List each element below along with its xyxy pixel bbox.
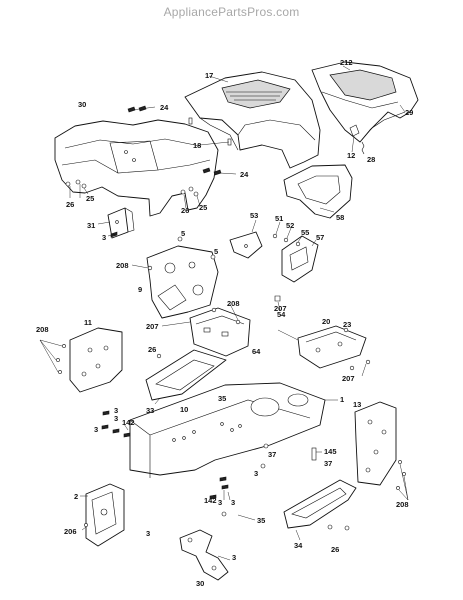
part-31-bracket (97, 207, 135, 239)
callout-37b: 37 (324, 459, 332, 468)
callout-labels: 30 24 26 25 31 3 17 18 212 29 12 28 24 2… (36, 58, 413, 588)
part-1-main-frame (129, 382, 338, 478)
part-145-37-pins (260, 443, 322, 469)
callout-26-right: 26 (181, 206, 189, 215)
part-26-25-fasteners-right (180, 186, 201, 209)
part-3-mount-bracket (179, 529, 231, 581)
part-26-25-fasteners-left (65, 179, 89, 198)
callout-34: 34 (294, 541, 303, 550)
part-142-3-lower-bolts (209, 476, 256, 521)
callout-33: 33 (146, 406, 154, 415)
part-24-screws-left (127, 105, 156, 113)
callout-20: 20 (322, 317, 330, 326)
part-51-52-55-57-bracket (272, 221, 319, 283)
callout-3i: 3 (232, 553, 236, 562)
part-54-bolt (274, 295, 281, 311)
part-33-foot-plate (145, 349, 227, 405)
callout-5b: 5 (214, 247, 218, 256)
callout-24-right: 24 (240, 170, 249, 179)
callout-10: 10 (180, 405, 188, 414)
part-18-hood-bumpers (188, 117, 232, 146)
callout-212: 212 (340, 58, 353, 67)
part-17-hood (184, 71, 321, 169)
callout-18: 18 (193, 141, 201, 150)
callout-145: 145 (324, 447, 337, 456)
callout-51: 51 (275, 214, 283, 223)
callout-3e: 3 (254, 469, 258, 478)
part-9-bracket (131, 236, 219, 319)
callout-3g: 3 (231, 498, 235, 507)
callout-207c: 207 (342, 374, 355, 383)
callout-3c: 3 (94, 425, 98, 434)
callout-13: 13 (353, 400, 361, 409)
part-58-battery-tray (283, 164, 353, 219)
part-212-29-dash-panel (311, 61, 419, 143)
callout-142: 142 (122, 418, 135, 427)
callout-3d: 3 (114, 414, 118, 423)
part-11-left-plate (39, 327, 123, 393)
part-20-panel (277, 325, 371, 377)
callout-35b: 35 (257, 516, 265, 525)
callout-55: 55 (301, 228, 309, 237)
part-13-right-plate (354, 401, 409, 501)
part-28-spring (361, 141, 365, 155)
callout-208c: 208 (36, 325, 49, 334)
callout-3f: 3 (218, 498, 222, 507)
callout-208b: 208 (227, 299, 240, 308)
callout-17: 17 (205, 71, 213, 80)
callout-58: 58 (336, 213, 344, 222)
callout-207b: 207 (274, 304, 287, 313)
callout-28: 28 (367, 155, 375, 164)
callout-3: 3 (102, 233, 106, 242)
part-30-cover (54, 119, 219, 217)
callout-11: 11 (84, 318, 92, 327)
callout-52: 52 (286, 221, 294, 230)
callout-24: 24 (160, 103, 169, 112)
part-53-bracket (229, 219, 263, 259)
part-34-foot-rest (283, 479, 357, 541)
callout-2: 2 (74, 492, 78, 501)
callout-25-right: 25 (199, 203, 207, 212)
callout-12: 12 (347, 151, 355, 160)
callout-208d: 208 (396, 500, 409, 509)
part-12-clip (349, 124, 360, 153)
callout-30b: 30 (196, 579, 204, 588)
callout-3b: 3 (114, 406, 118, 415)
part-24-screws-right (202, 167, 237, 176)
callout-53: 53 (250, 211, 258, 220)
callout-26d: 26 (331, 545, 339, 554)
callout-54: 54 (277, 310, 286, 319)
callout-25: 25 (86, 194, 94, 203)
callout-26: 26 (66, 200, 74, 209)
callout-31: 31 (87, 221, 95, 230)
callout-57: 57 (316, 233, 324, 242)
callout-37: 37 (268, 450, 276, 459)
callout-23: 23 (343, 320, 351, 329)
callout-207: 207 (146, 322, 159, 331)
callout-3h: 3 (146, 529, 150, 538)
callout-30: 30 (78, 100, 86, 109)
callout-35: 35 (218, 394, 226, 403)
callout-206: 206 (64, 527, 77, 536)
part-3-142-bolts (101, 410, 131, 438)
callout-5: 5 (181, 229, 185, 238)
callout-26c: 26 (148, 345, 156, 354)
callout-29: 29 (405, 108, 413, 117)
part-64-console (161, 303, 251, 357)
watermark: AppliancePartsPros.com (163, 5, 300, 19)
callout-1: 1 (340, 395, 344, 404)
part-2-front-plate (80, 483, 125, 547)
callout-142b: 142 (204, 496, 217, 505)
callout-9: 9 (138, 285, 142, 294)
callout-208: 208 (116, 261, 129, 270)
callout-64: 64 (252, 347, 261, 356)
